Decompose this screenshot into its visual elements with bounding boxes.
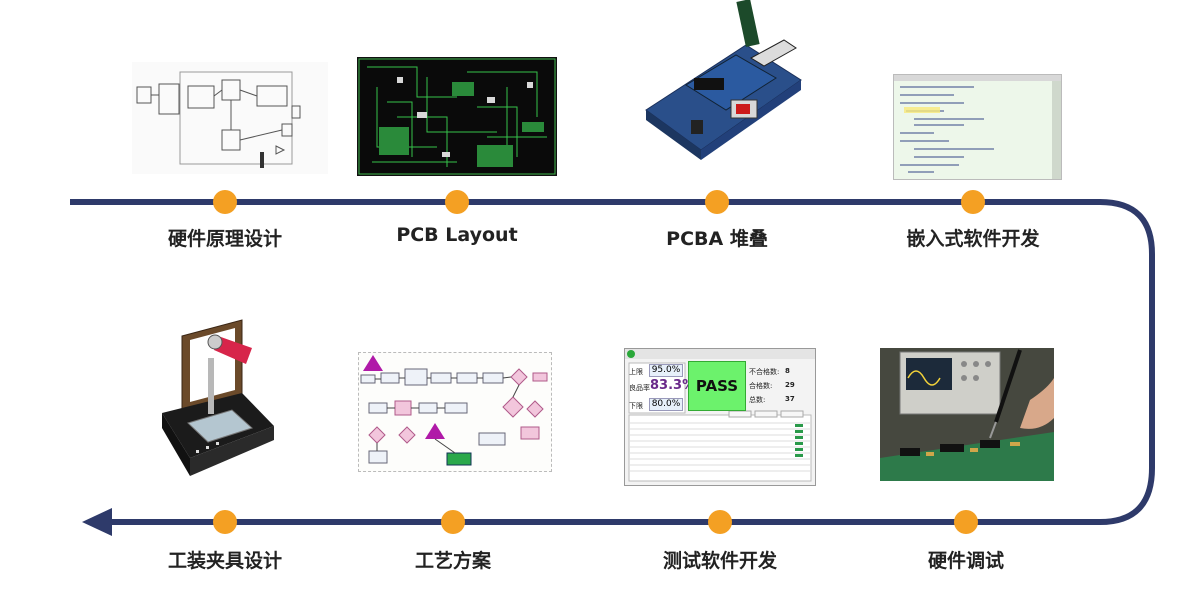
total-count-label: 总数: — [749, 396, 766, 404]
step-node — [954, 510, 978, 534]
yield-label: 良品率 — [629, 384, 650, 392]
step-node — [705, 190, 729, 214]
step-label-pcb-layout: PCB Layout — [396, 224, 518, 246]
step-node — [213, 190, 237, 214]
code-editor-image — [893, 74, 1062, 180]
step-node — [441, 510, 465, 534]
test-fixture-image — [160, 318, 274, 478]
schematic-image — [132, 62, 328, 174]
total-count-value: 37 — [785, 395, 795, 403]
step-label-process-plan: 工艺方案 — [414, 550, 491, 572]
arrow-head-icon — [82, 508, 112, 536]
pass-count-value: 29 — [785, 381, 795, 389]
hardware-debug-image — [880, 348, 1054, 481]
limit-upper-label: 上限 — [629, 368, 643, 376]
test-software-screen: 上限 95.0% 良品率 83.3% 下限 80.0% PASS 不合格数: 8… — [624, 348, 816, 486]
fail-count-label: 不合格数: — [749, 368, 780, 376]
step-label-hw-schematic: 硬件原理设计 — [167, 228, 282, 250]
step-node — [708, 510, 732, 534]
step-label-pcba-stack: PCBA 堆叠 — [666, 228, 768, 250]
track-line — [70, 199, 1155, 525]
limit-upper-value: 95.0% — [649, 364, 683, 377]
limit-lower-value: 80.0% — [649, 398, 683, 411]
step-label-fixture-design: 工装夹具设计 — [167, 550, 282, 572]
yield-value: 83.3% — [650, 378, 696, 393]
process-flowchart-image — [358, 352, 552, 472]
fail-count-value: 8 — [785, 367, 790, 375]
step-node — [213, 510, 237, 534]
step-node — [445, 190, 469, 214]
step-label-hw-debug: 硬件调试 — [927, 550, 1004, 572]
pcba-stack-image — [636, 0, 806, 168]
limit-lower-label: 下限 — [629, 402, 643, 410]
step-label-embedded-sw: 嵌入式软件开发 — [906, 228, 1040, 250]
pass-count-label: 合格数: — [749, 382, 773, 390]
pass-indicator: PASS — [688, 361, 746, 411]
step-label-test-sw: 测试软件开发 — [662, 550, 777, 572]
pcb-layout-image — [357, 57, 557, 176]
step-node — [961, 190, 985, 214]
